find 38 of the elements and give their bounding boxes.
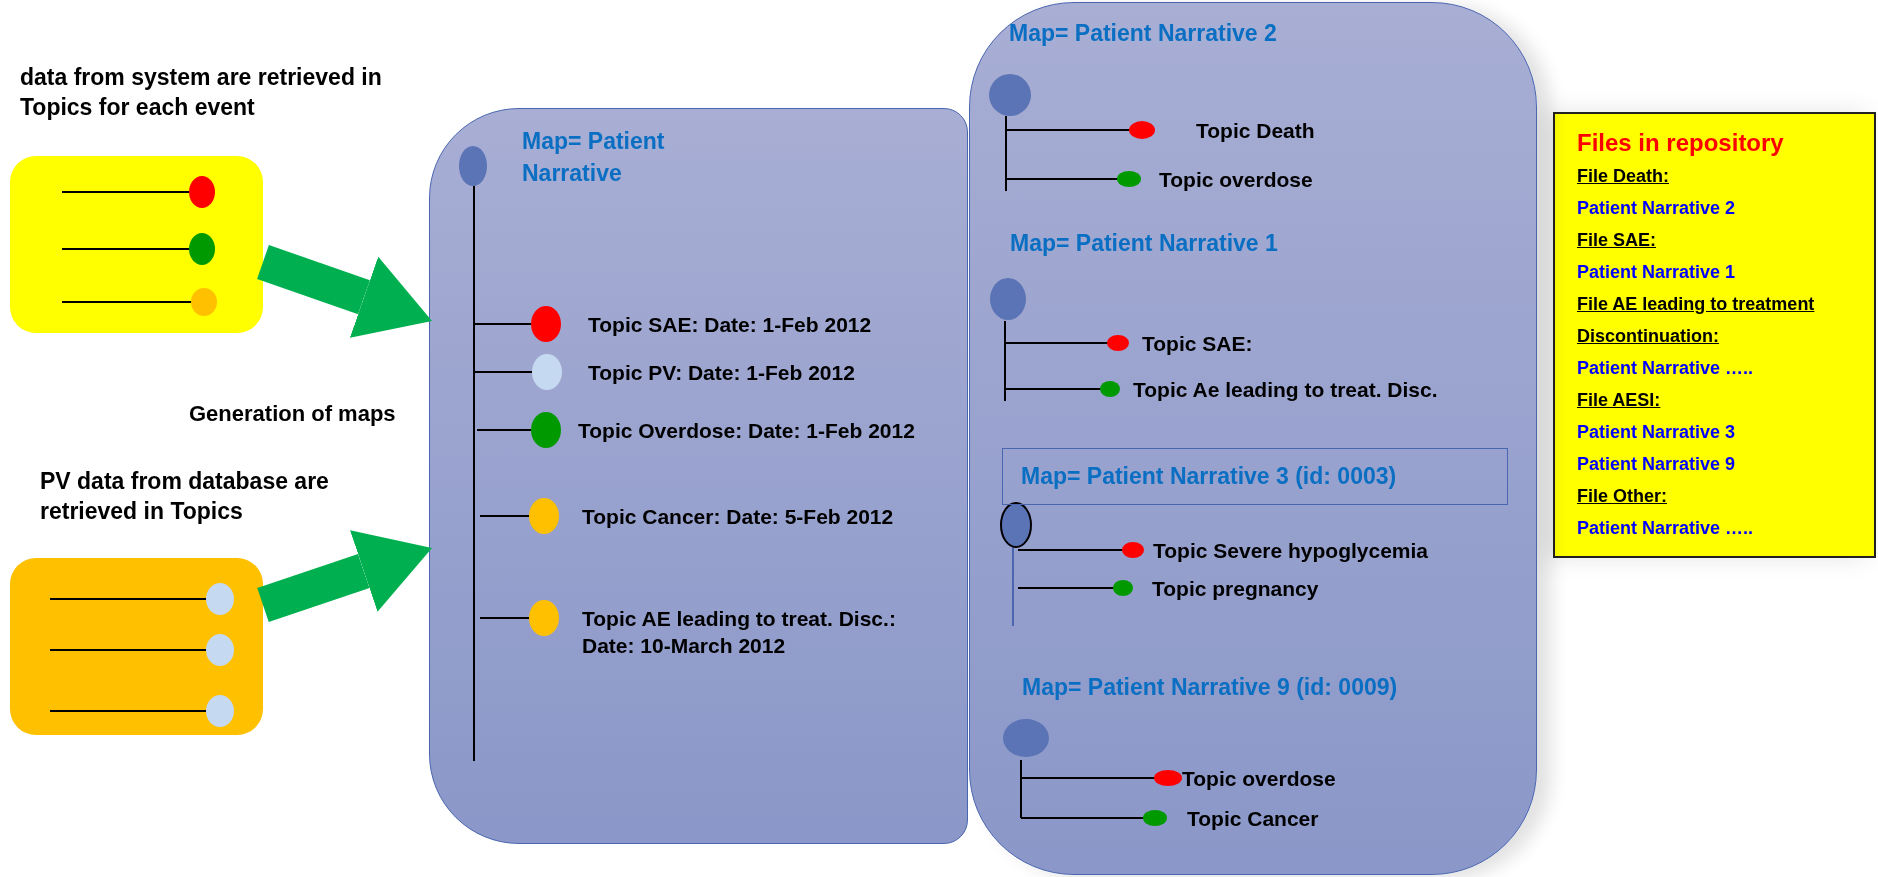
map-card — [429, 108, 968, 844]
source-heading: PV data from database are retrieved in Topics — [40, 467, 330, 526]
map-title: Map= Patient Narrative 9 (id: 0009) — [1022, 673, 1398, 702]
file-name: File AE leading to treatment Discontinuation: — [1577, 293, 1816, 348]
topic-label: Topic Death — [1196, 117, 1496, 144]
file-name: File Other: — [1577, 485, 1667, 508]
topic-label: Topic Cancer — [1187, 805, 1487, 832]
narrative-entry: Patient Narrative 9 — [1577, 453, 1736, 476]
block-arrow — [257, 530, 432, 623]
map-title: Map= Patient Narrative 2 — [1009, 19, 1278, 48]
topic-label: Topic overdose — [1159, 166, 1459, 193]
topic-label: Topic AE leading to treat. Disc.: Date: 10-March 2012 — [582, 605, 952, 659]
note-label: Generation of maps — [189, 400, 396, 428]
map-card — [969, 2, 1537, 875]
map-title-frame: Map= Patient Narrative 3 (id: 0003) — [1002, 448, 1508, 505]
narrative-entry: Patient Narrative 2 — [1577, 197, 1736, 220]
map-title: Map= Patient Narrative 1 — [1010, 229, 1278, 258]
topic-label: Topic Severe hypoglycemia — [1153, 537, 1523, 564]
narrative-entry: Patient Narrative ….. — [1577, 517, 1754, 540]
file-name: File SAE: — [1577, 229, 1656, 252]
source-heading: data from system are retrieved in Topics for each event — [20, 63, 383, 122]
map-title: Map= Patient Narrative — [522, 127, 666, 188]
block-arrow — [257, 245, 432, 338]
narrative-entry: Patient Narrative 3 — [1577, 421, 1736, 444]
narrative-entry: Patient Narrative 1 — [1577, 261, 1736, 284]
panel-heading: Files in repository — [1577, 128, 1784, 158]
narrative-entry: Patient Narrative ….. — [1577, 357, 1754, 380]
topic-label: Topic SAE: Date: 1-Feb 2012 — [588, 311, 958, 338]
topic-label: Topic SAE: — [1142, 330, 1442, 357]
topic-label: Topic pregnancy — [1152, 575, 1452, 602]
topic-label: Topic Cancer: Date: 5-Feb 2012 — [582, 503, 962, 530]
file-name: File Death: — [1577, 165, 1669, 188]
topic-label: Topic PV: Date: 1-Feb 2012 — [588, 359, 958, 386]
file-name: File AESI: — [1577, 389, 1661, 412]
topic-label: Topic Overdose: Date: 1-Feb 2012 — [578, 417, 963, 444]
topic-label: Topic Ae leading to treat. Disc. — [1133, 376, 1533, 403]
topic-label: Topic overdose — [1182, 765, 1482, 792]
repository-panel — [1553, 112, 1876, 558]
